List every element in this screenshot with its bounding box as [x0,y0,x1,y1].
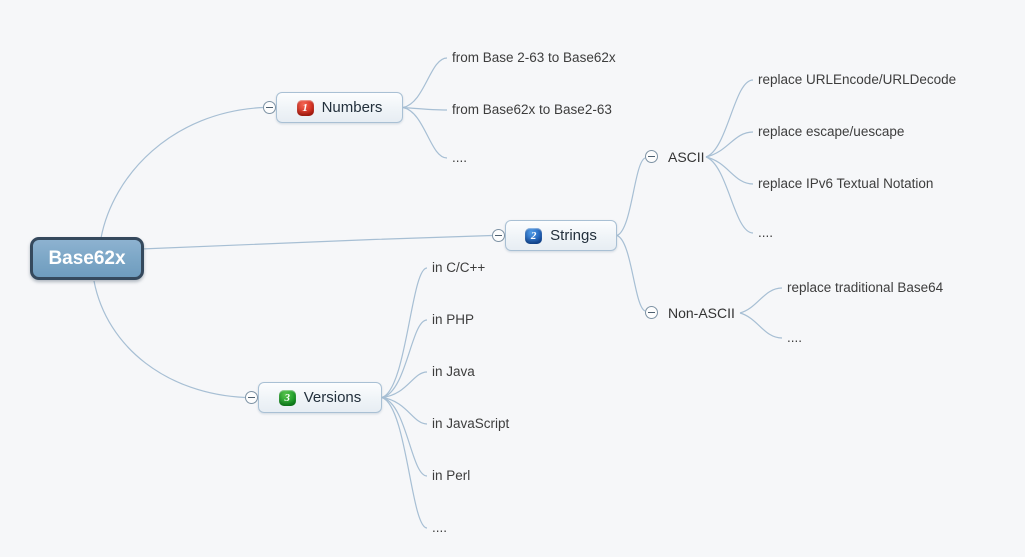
connector-line [739,287,783,314]
topic-strings[interactable]: 2 Strings [505,220,617,251]
topic-versions-label: Versions [303,389,362,406]
connector-line [616,157,646,237]
topic-non-ascii-ellipsis[interactable]: .... [787,330,803,345]
priority-2-icon: 2 [525,227,543,244]
topic-in-java[interactable]: in Java [432,364,475,379]
topic-from-base62x-to-base2-63[interactable]: from Base62x to Base2-63 [452,102,612,117]
connector-line [93,280,246,399]
root-topic-label: Base62x [48,247,126,269]
topic-numbers-ellipsis[interactable]: .... [452,150,468,165]
topic-non-ascii[interactable]: Non-ASCII [668,305,735,321]
topic-replace-traditional-base64[interactable]: replace traditional Base64 [787,280,944,295]
topic-ascii-ellipsis[interactable]: .... [758,225,774,240]
connector-line [381,319,428,399]
minus-icon [266,107,273,108]
topic-in-javascript[interactable]: in JavaScript [432,416,510,431]
priority-3-icon: 3 [278,389,296,406]
topic-numbers-label: Numbers [321,99,383,116]
collapse-button-numbers[interactable] [263,101,276,114]
topic-in-perl[interactable]: in Perl [432,468,471,483]
connector-line [381,371,428,399]
connector-line [381,396,428,425]
connector-line [402,106,448,159]
collapse-button-strings[interactable] [492,229,505,242]
minus-icon [495,235,502,236]
topic-versions[interactable]: 3 Versions [258,382,382,413]
connector-line [402,57,448,109]
minus-icon [648,156,655,157]
topic-ascii[interactable]: ASCII [668,149,705,165]
topic-replace-urlencode-urldecode[interactable]: replace URLEncode/URLDecode [758,72,957,87]
connector-line [381,396,428,529]
connector-line [739,312,783,339]
connector-line [705,156,754,234]
topic-replace-escape-uescape[interactable]: replace escape/uescape [758,124,905,139]
collapse-button-ascii[interactable] [645,150,658,163]
connector-line [100,106,264,239]
topic-in-c-cpp[interactable]: in C/C++ [432,260,486,275]
connector-line [381,267,428,399]
connector-line [616,234,646,312]
collapse-button-versions[interactable] [245,391,258,404]
connector-line [402,106,448,111]
topic-versions-ellipsis[interactable]: .... [432,520,448,535]
connector-line [140,234,493,250]
topic-in-php[interactable]: in PHP [432,312,475,327]
root-topic[interactable]: Base62x [30,237,144,280]
topic-from-base-2-63-to-base62x[interactable]: from Base 2-63 to Base62x [452,50,616,65]
connector-line [705,79,754,158]
connector-line [381,396,428,477]
connector-line [705,156,754,185]
topic-strings-label: Strings [550,227,597,244]
collapse-button-non-ascii[interactable] [645,306,658,319]
priority-1-icon: 1 [296,99,314,116]
minus-icon [648,312,655,313]
topic-numbers[interactable]: 1 Numbers [276,92,403,123]
connector-line [705,131,754,158]
topic-replace-ipv6-textual-notation[interactable]: replace IPv6 Textual Notation [758,176,934,191]
minus-icon [248,397,255,398]
